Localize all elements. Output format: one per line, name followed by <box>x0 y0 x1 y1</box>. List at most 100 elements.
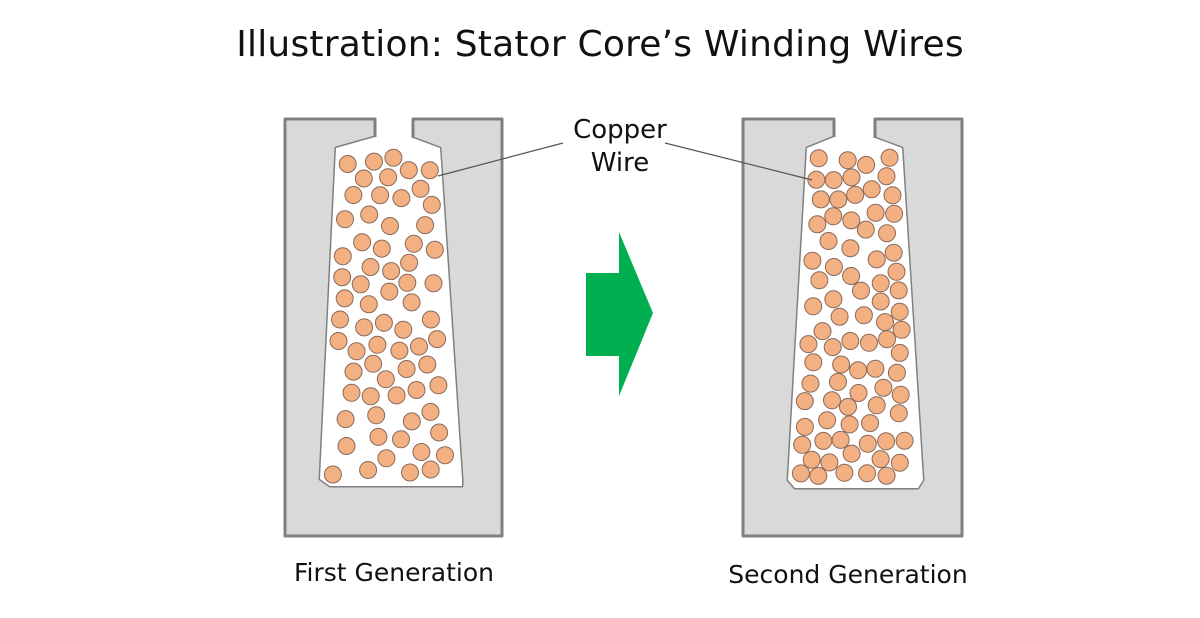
copper-wire <box>809 149 828 168</box>
copper-wire <box>880 148 899 167</box>
copper-wire <box>842 168 861 187</box>
copper-wire <box>887 363 906 382</box>
copper-wire <box>824 290 843 309</box>
copper-wire <box>333 247 352 266</box>
copper-wire <box>823 391 841 410</box>
copper-wire <box>425 240 444 259</box>
copper-wire <box>795 417 814 436</box>
copper-wire-label: Copper Wire <box>560 114 680 180</box>
copper-wire <box>838 151 857 170</box>
copper-wire <box>429 376 448 395</box>
copper-wire <box>799 335 818 354</box>
copper-wire <box>862 180 881 199</box>
callout-leader-first <box>437 142 564 177</box>
copper-wires-second <box>791 148 914 485</box>
copper-wire <box>394 320 413 339</box>
copper-wire <box>347 342 366 361</box>
copper-wires-first <box>323 148 454 484</box>
copper-wire <box>337 437 356 455</box>
copper-wire <box>333 268 352 287</box>
copper-wire <box>379 168 398 187</box>
copper-wire <box>824 258 843 276</box>
copper-wire <box>421 310 440 329</box>
copper-wire <box>381 217 399 235</box>
copper-wire <box>335 289 354 308</box>
stator-core-second <box>741 117 964 538</box>
copper-wire <box>359 461 378 479</box>
copper-wire <box>841 239 860 258</box>
copper-wire <box>416 216 435 235</box>
copper-wire <box>831 430 850 449</box>
callout-leader-second <box>664 142 813 181</box>
copper-wire <box>877 466 896 485</box>
copper-wire <box>329 332 348 350</box>
copper-wire <box>841 332 860 350</box>
copper-wire <box>402 412 421 431</box>
copper-wire <box>371 186 390 205</box>
copper-wire <box>835 463 854 482</box>
copper-wire <box>353 233 372 252</box>
copper-wire <box>365 152 383 171</box>
copper-wire <box>866 359 885 378</box>
copper-wire <box>852 281 870 300</box>
copper-wire <box>804 297 823 316</box>
copper-wire <box>824 171 843 190</box>
copper-wire <box>436 446 454 465</box>
copper-wire <box>387 386 406 405</box>
copper-wire <box>355 318 374 337</box>
copper-wire <box>411 179 430 198</box>
copper-wire <box>849 361 868 380</box>
copper-wire <box>829 372 847 391</box>
copper-wire <box>874 378 893 397</box>
copper-wire <box>808 215 827 234</box>
copper-wire <box>878 224 896 243</box>
copper-wire <box>420 161 439 180</box>
copper-wire <box>344 186 363 204</box>
copper-wire <box>858 434 877 453</box>
caption-second-generation: Second Generation <box>728 560 968 589</box>
copper-wire <box>397 360 416 378</box>
copper-wire <box>871 292 890 311</box>
copper-wire <box>824 207 843 226</box>
copper-wire <box>418 355 437 374</box>
copper-wire <box>890 343 909 362</box>
copper-wire <box>842 444 861 463</box>
copper-wire <box>344 362 363 381</box>
copper-wire <box>384 148 403 167</box>
copper-wire <box>818 411 837 430</box>
copper-wire <box>809 466 828 485</box>
copper-wire <box>871 450 890 469</box>
copper-wire <box>820 453 839 472</box>
copper-wire <box>430 423 449 442</box>
copper-wire <box>336 210 354 229</box>
copper-wire <box>889 404 908 423</box>
copper-wire <box>889 281 908 300</box>
copper-wire-label-line1: Copper <box>573 115 667 145</box>
copper-wire <box>830 307 849 326</box>
copper-wire <box>377 449 396 468</box>
diagram-title: Illustration: Stator Core’s Winding Wire… <box>236 24 964 65</box>
copper-wire-label-line2: Wire <box>590 148 650 178</box>
copper-wire <box>369 427 388 446</box>
copper-wire <box>338 155 357 173</box>
copper-wire <box>801 374 820 393</box>
copper-wire <box>877 432 896 451</box>
copper-wire <box>354 169 373 188</box>
copper-wire <box>793 435 812 454</box>
copper-wire <box>382 262 401 281</box>
copper-wire <box>351 275 370 294</box>
copper-wire <box>857 155 876 174</box>
copper-wire <box>372 239 391 258</box>
copper-wire <box>892 320 911 339</box>
copper-wire <box>422 195 441 214</box>
copper-wire <box>890 453 909 472</box>
copper-wire <box>331 310 349 329</box>
copper-wire <box>803 251 822 270</box>
copper-wire <box>856 220 875 239</box>
copper-wire <box>858 464 877 483</box>
copper-wire <box>402 293 421 312</box>
copper-wire <box>407 381 426 399</box>
copper-wire <box>866 203 885 222</box>
copper-wire <box>871 274 890 293</box>
copper-wire <box>401 463 419 482</box>
